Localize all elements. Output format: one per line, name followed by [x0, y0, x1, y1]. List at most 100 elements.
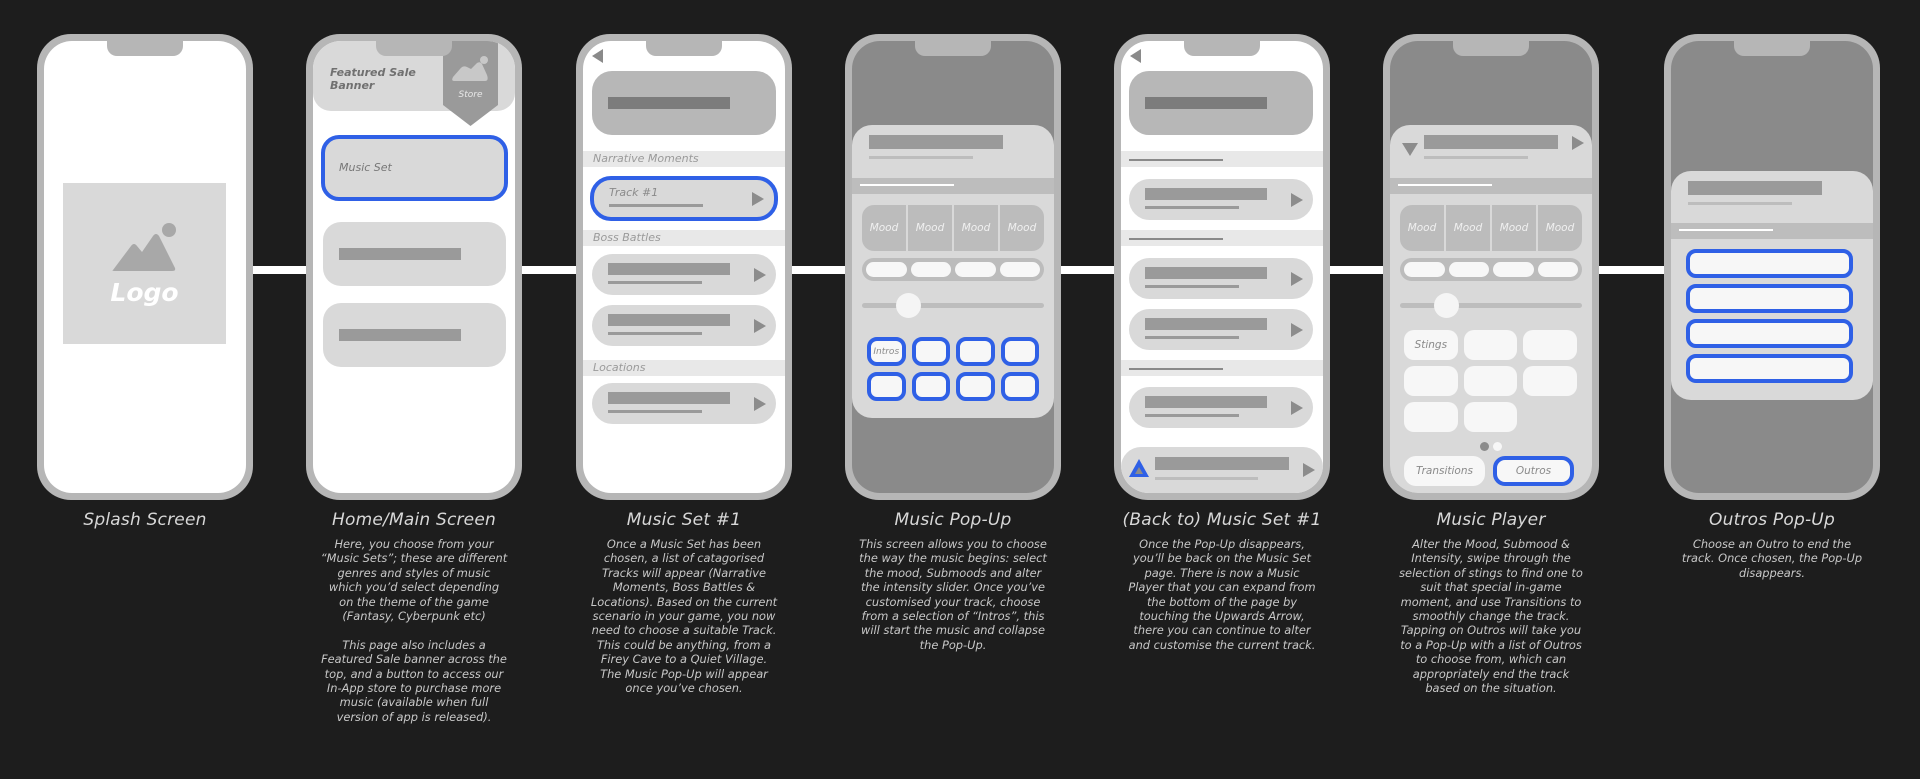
- track-item[interactable]: [1129, 309, 1313, 350]
- outro-option[interactable]: [1686, 319, 1853, 348]
- sting-button[interactable]: [1463, 330, 1518, 360]
- placeholder-line: [1145, 285, 1239, 288]
- intro-button[interactable]: [1000, 372, 1039, 401]
- intro-button[interactable]: [956, 337, 995, 366]
- music-set-card[interactable]: [323, 303, 506, 367]
- track-item[interactable]: [592, 305, 776, 346]
- section-label: Boss Battles: [593, 231, 661, 244]
- sting-button[interactable]: [1463, 366, 1518, 396]
- intros-grid: Intros: [867, 337, 1039, 401]
- mood-option[interactable]: Mood: [1492, 205, 1536, 251]
- intensity-slider[interactable]: [1400, 303, 1582, 308]
- music-set-label: Music Set: [339, 161, 392, 174]
- down-arrow-icon[interactable]: [1402, 143, 1418, 156]
- screen-music-player: Mood Mood Mood Mood Stings: [1383, 34, 1599, 695]
- mood-option[interactable]: Mood: [1400, 205, 1444, 251]
- track-item[interactable]: [1129, 179, 1313, 220]
- track-item[interactable]: [1129, 258, 1313, 299]
- outro-option[interactable]: [1686, 354, 1853, 383]
- screen-splash: Logo Splash Screen: [37, 34, 253, 530]
- sting-button[interactable]: [1523, 330, 1577, 360]
- track-item[interactable]: [592, 254, 776, 295]
- intensity-slider-handle[interactable]: [1434, 293, 1459, 318]
- placeholder-line: [608, 281, 702, 284]
- back-arrow-icon[interactable]: [1130, 49, 1141, 63]
- page-dot-active[interactable]: [1480, 442, 1489, 451]
- play-icon[interactable]: [754, 318, 766, 333]
- intensity-slider[interactable]: [862, 303, 1044, 308]
- popup-title-bar: [869, 135, 1003, 149]
- intro-button[interactable]: [956, 372, 995, 401]
- intro-button[interactable]: [911, 372, 950, 401]
- submood-option[interactable]: [866, 262, 907, 277]
- sting-button[interactable]: [1523, 366, 1577, 396]
- play-icon[interactable]: [1303, 463, 1315, 477]
- mood-option[interactable]: Mood: [954, 205, 998, 251]
- mood-option[interactable]: Mood: [1538, 205, 1582, 251]
- placeholder-bar: [1145, 97, 1267, 109]
- placeholder-bar: [1145, 396, 1267, 408]
- up-arrow-icon-inner: [1135, 467, 1143, 474]
- phone-screen: Mood Mood Mood Mood Stings: [1390, 41, 1592, 493]
- play-icon[interactable]: [754, 396, 766, 411]
- track-item[interactable]: [1129, 387, 1313, 428]
- sting-button[interactable]: [1463, 402, 1518, 432]
- placeholder-line: [1145, 206, 1239, 209]
- phone-notch: [1184, 41, 1260, 56]
- sting-button[interactable]: [1404, 366, 1458, 396]
- phone-frame: Featured Sale Banner Store Music Set: [306, 34, 522, 500]
- submood-option[interactable]: [1537, 262, 1578, 277]
- page-dot[interactable]: [1493, 442, 1502, 451]
- placeholder-bar: [608, 263, 730, 275]
- intro-button[interactable]: [867, 372, 906, 401]
- banner-label: Featured Sale Banner: [330, 66, 416, 92]
- track-item-selected[interactable]: Track #1: [590, 176, 778, 221]
- mood-selector: Mood Mood Mood Mood: [862, 205, 1044, 251]
- phone-frame: [1114, 34, 1330, 500]
- stings-grid: Stings: [1404, 330, 1577, 432]
- play-icon[interactable]: [1291, 322, 1303, 337]
- play-icon[interactable]: [1291, 400, 1303, 415]
- music-set-card-selected[interactable]: Music Set: [321, 135, 508, 201]
- mini-music-player[interactable]: [1121, 447, 1323, 493]
- track-item[interactable]: [592, 383, 776, 424]
- music-set-card[interactable]: [323, 222, 506, 286]
- submood-option[interactable]: [1493, 262, 1534, 277]
- now-playing-line: [1155, 477, 1258, 480]
- play-icon[interactable]: [754, 267, 766, 282]
- sting-button[interactable]: Stings: [1404, 330, 1458, 360]
- submood-option[interactable]: [955, 262, 996, 277]
- play-icon[interactable]: [1291, 192, 1303, 207]
- play-icon[interactable]: [1291, 271, 1303, 286]
- mood-option[interactable]: Mood: [908, 205, 952, 251]
- intro-button[interactable]: Intros: [867, 337, 906, 366]
- outros-button[interactable]: Outros: [1493, 456, 1574, 486]
- phone-notch: [1453, 41, 1529, 56]
- player-tab-bar: [1390, 178, 1592, 194]
- submood-option[interactable]: [910, 262, 951, 277]
- play-icon[interactable]: [752, 191, 764, 206]
- play-icon[interactable]: [1572, 136, 1584, 150]
- outro-option[interactable]: [1686, 249, 1853, 278]
- section-header: Locations: [583, 360, 785, 376]
- submood-option[interactable]: [1448, 262, 1489, 277]
- mood-option[interactable]: Mood: [1446, 205, 1490, 251]
- phone-notch: [646, 41, 722, 56]
- mood-option[interactable]: Mood: [862, 205, 906, 251]
- mood-option[interactable]: Mood: [1000, 205, 1044, 251]
- intro-button[interactable]: [911, 337, 950, 366]
- phone-notch: [1734, 41, 1810, 56]
- submood-option[interactable]: [1404, 262, 1445, 277]
- transitions-button[interactable]: Transitions: [1404, 456, 1485, 486]
- outro-option[interactable]: [1686, 284, 1853, 313]
- intro-button[interactable]: [1000, 337, 1039, 366]
- store-button[interactable]: Store: [443, 41, 498, 126]
- placeholder-bar: [1145, 188, 1267, 200]
- intensity-slider-handle[interactable]: [896, 293, 921, 318]
- section-label-placeholder: [1129, 159, 1223, 161]
- back-arrow-icon[interactable]: [592, 49, 603, 63]
- sting-button[interactable]: [1404, 402, 1458, 432]
- submood-option[interactable]: [999, 262, 1040, 277]
- phone-screen: [1671, 41, 1873, 493]
- section-label-placeholder: [1129, 368, 1223, 370]
